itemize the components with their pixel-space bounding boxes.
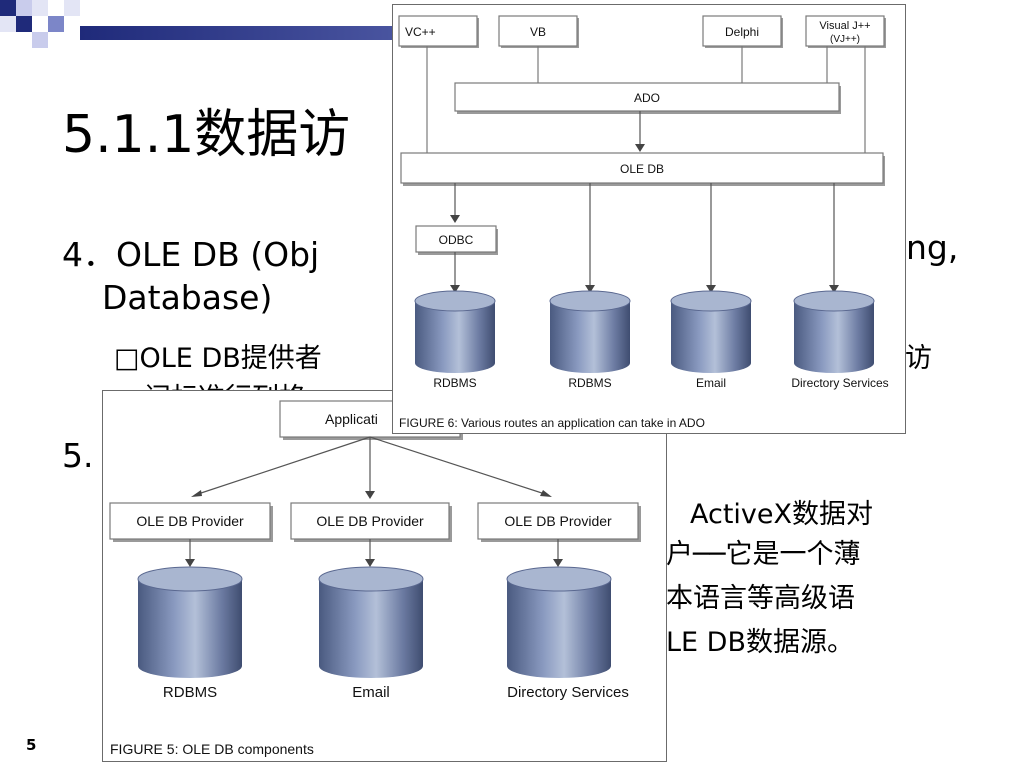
directory-services-cylinder (793, 290, 875, 373)
provider-label-3: OLE DB Provider (504, 513, 612, 529)
email-cylinder (318, 566, 424, 678)
item5-number: 5. (62, 436, 94, 475)
store-label-rdbms-1: RDBMS (433, 376, 476, 390)
client-label-delphi: Delphi (725, 25, 759, 39)
paragraph-line2: 户──它是一个薄 (666, 539, 861, 570)
client-box-vb: VB (498, 15, 579, 48)
email-cylinder (670, 290, 752, 373)
rdbms-cylinder-2 (549, 290, 631, 373)
store-label-rdbms: RDBMS (163, 684, 217, 701)
slide-title: 5.1.1数据访 (62, 105, 351, 165)
bullet1-start: □OLE DB提供者 (114, 343, 322, 374)
odbc-label: ODBC (439, 233, 474, 247)
item4-line1-end: ng, (906, 228, 959, 267)
store-label-email: Email (696, 376, 726, 390)
client-box-delphi: Delphi (702, 15, 783, 48)
bullet1-end: 访 (905, 343, 932, 374)
paragraph-line1: ActiveX数据对 (690, 499, 874, 530)
provider-box-1: OLE DB Provider (109, 502, 273, 542)
paragraph-line3: 本语言等高级语 (666, 583, 855, 614)
paragraph-line4: LE DB数据源。 (666, 627, 854, 658)
item4-line1-start: 4．OLE DB (Obj (62, 235, 320, 274)
store-label-rdbms-2: RDBMS (568, 376, 611, 390)
store-label-email: Email (352, 684, 390, 701)
ado-label: ADO (634, 91, 660, 105)
rdbms-cylinder-1 (414, 290, 496, 373)
provider-box-3: OLE DB Provider (477, 502, 641, 542)
provider-label-1: OLE DB Provider (136, 513, 244, 529)
application-label: Applicati (325, 411, 378, 427)
title-bar-line (80, 26, 400, 40)
figure6-ado-routes: VC++ VB Delphi Visual J++ (VJ++) ADO (392, 4, 906, 434)
oledb-label: OLE DB (620, 162, 664, 176)
client-label-vj: (VJ++) (830, 34, 860, 45)
corner-decoration (0, 0, 80, 48)
oledb-box: OLE DB (400, 152, 885, 186)
provider-label-2: OLE DB Provider (316, 513, 424, 529)
client-label-vb: VB (530, 25, 546, 39)
directory-services-cylinder (506, 566, 612, 678)
odbc-box: ODBC (415, 225, 498, 255)
figure6-caption: FIGURE 6: Various routes an application … (399, 416, 705, 430)
figure5-ole-db-components: Applicati OLE DB Provider OLE DB Provide… (102, 390, 667, 762)
item4-line2: Database) (102, 278, 273, 317)
client-label-visual-j: Visual J++ (819, 20, 870, 32)
store-label-directory-services: Directory Services (791, 376, 888, 390)
page-number: 5 (26, 736, 37, 754)
figure5-caption: FIGURE 5: OLE DB components (110, 741, 314, 757)
store-label-directory-services: Directory Services (507, 684, 629, 701)
client-label-vc: VC++ (405, 25, 436, 39)
ado-box: ADO (454, 82, 841, 114)
provider-box-2: OLE DB Provider (290, 502, 452, 542)
rdbms-cylinder (137, 566, 243, 678)
client-box-vc: VC++ (398, 15, 479, 48)
client-box-visual-j: Visual J++ (VJ++) (805, 15, 886, 48)
